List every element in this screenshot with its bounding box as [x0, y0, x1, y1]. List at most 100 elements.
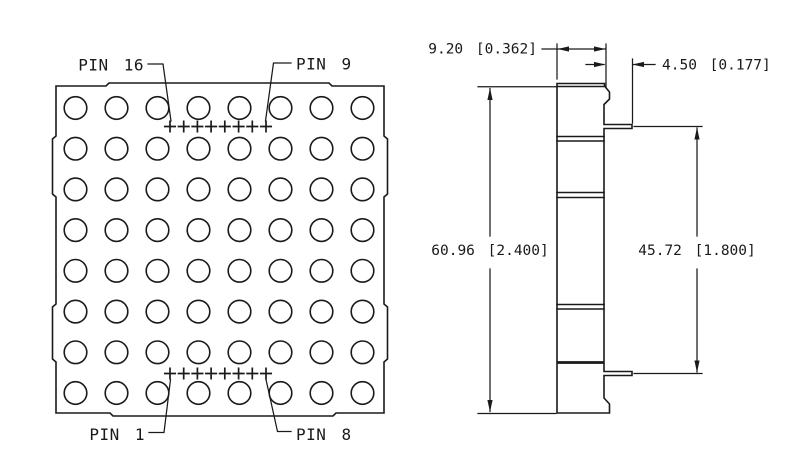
pin8-label: PIN 8: [296, 425, 352, 444]
led-dot: [104, 177, 129, 202]
dim-pin-row-spacing-text: 45.72 [1.800]: [638, 243, 756, 259]
dim-lead-length: 4.50 [0.177]: [585, 58, 771, 124]
pin-row-bottom: [163, 367, 273, 380]
led-dot: [309, 258, 334, 283]
pin-cross: [205, 120, 218, 133]
led-dot: [227, 136, 252, 161]
pin-cross: [232, 367, 245, 380]
pin-cross: [177, 367, 190, 380]
arrowhead-up: [487, 88, 493, 100]
led-dot: [268, 299, 293, 324]
led-dot: [268, 177, 293, 202]
pin9-label: PIN 9: [296, 55, 352, 74]
led-dot: [145, 380, 170, 406]
led-dot: [227, 95, 252, 121]
led-dot-grid: [63, 95, 375, 406]
pin-cross: [259, 367, 273, 380]
led-dot: [104, 380, 129, 406]
led-dot: [227, 218, 252, 243]
led-dot: [309, 299, 334, 324]
led-dot: [145, 340, 170, 365]
pin16-leader: [147, 63, 172, 122]
led-dot: [309, 218, 334, 243]
led-dot: [145, 136, 170, 161]
led-dot: [63, 380, 88, 406]
led-dot: [63, 258, 88, 283]
pin-cross: [177, 120, 190, 133]
pin-cross: [163, 120, 177, 133]
arrowhead-right: [594, 61, 606, 68]
segment-divider-1: [556, 135, 605, 142]
dim-body-height-text: 60.96 [2.400]: [431, 243, 549, 259]
led-dot: [186, 258, 211, 283]
led-dot: [186, 380, 211, 406]
pin1-leader: [148, 378, 172, 434]
led-dot: [227, 340, 252, 365]
led-dot: [104, 258, 129, 283]
side-view: [556, 82, 633, 414]
led-dot: [186, 136, 211, 161]
led-dot: [145, 299, 170, 324]
arrowhead-down: [694, 360, 700, 373]
led-dot: [268, 258, 293, 283]
pin-cross: [191, 120, 204, 133]
led-dot: [104, 218, 129, 243]
front-view: PIN 16 PIN 9 PIN 1 PIN 8: [51, 55, 389, 444]
pin-cross: [246, 120, 259, 133]
led-dot: [145, 258, 170, 283]
segment-divider-2: [556, 191, 605, 199]
segment-divider-3: [556, 303, 605, 310]
led-dot: [145, 218, 170, 243]
dim-body-height: 60.96 [2.400]: [431, 86, 557, 415]
led-dot: [186, 177, 211, 202]
led-dot: [227, 299, 252, 324]
led-dot: [350, 177, 375, 202]
led-dot: [145, 177, 170, 202]
arrowhead-right: [594, 46, 606, 52]
pin-cross: [218, 367, 231, 380]
pin-cross: [205, 367, 218, 380]
led-dot: [268, 95, 293, 121]
led-dot: [63, 177, 88, 202]
dim-lead-length-text: 4.50 [0.177]: [662, 58, 771, 74]
led-dot: [186, 299, 211, 324]
led-dot: [227, 258, 252, 283]
led-dot: [268, 136, 293, 161]
arrowhead-up: [694, 127, 700, 140]
led-dot: [350, 380, 375, 406]
led-dot: [309, 380, 334, 406]
pin16-label: PIN 16: [78, 56, 144, 75]
led-dot: [268, 340, 293, 365]
pin-cross: [246, 367, 259, 380]
pin-cross: [259, 120, 273, 133]
led-dot: [186, 95, 211, 121]
led-dot: [63, 340, 88, 365]
front-outline: [51, 82, 389, 417]
led-dot: [268, 218, 293, 243]
arrowhead-down: [487, 400, 493, 412]
led-dot: [268, 380, 293, 406]
led-dot: [309, 177, 334, 202]
led-dot: [186, 340, 211, 365]
pin-cross: [232, 120, 245, 133]
dim-body-width-text: 9.20 [0.362]: [428, 42, 537, 58]
pin-row-top: [163, 120, 273, 133]
led-dot: [350, 299, 375, 324]
led-dot: [186, 218, 211, 243]
led-dot: [350, 340, 375, 365]
led-dot: [350, 95, 375, 121]
led-dot: [350, 218, 375, 243]
led-dot: [350, 258, 375, 283]
dim-pin-row-spacing: 45.72 [1.800]: [633, 125, 756, 375]
arrowhead-left: [632, 61, 644, 68]
pin-cross: [218, 120, 231, 133]
led-dot: [104, 299, 129, 324]
led-dot: [145, 95, 170, 121]
led-dot: [309, 136, 334, 161]
led-dot: [63, 299, 88, 324]
side-outline: [556, 82, 633, 414]
led-dot: [63, 95, 88, 121]
pin8-leader: [265, 378, 292, 433]
